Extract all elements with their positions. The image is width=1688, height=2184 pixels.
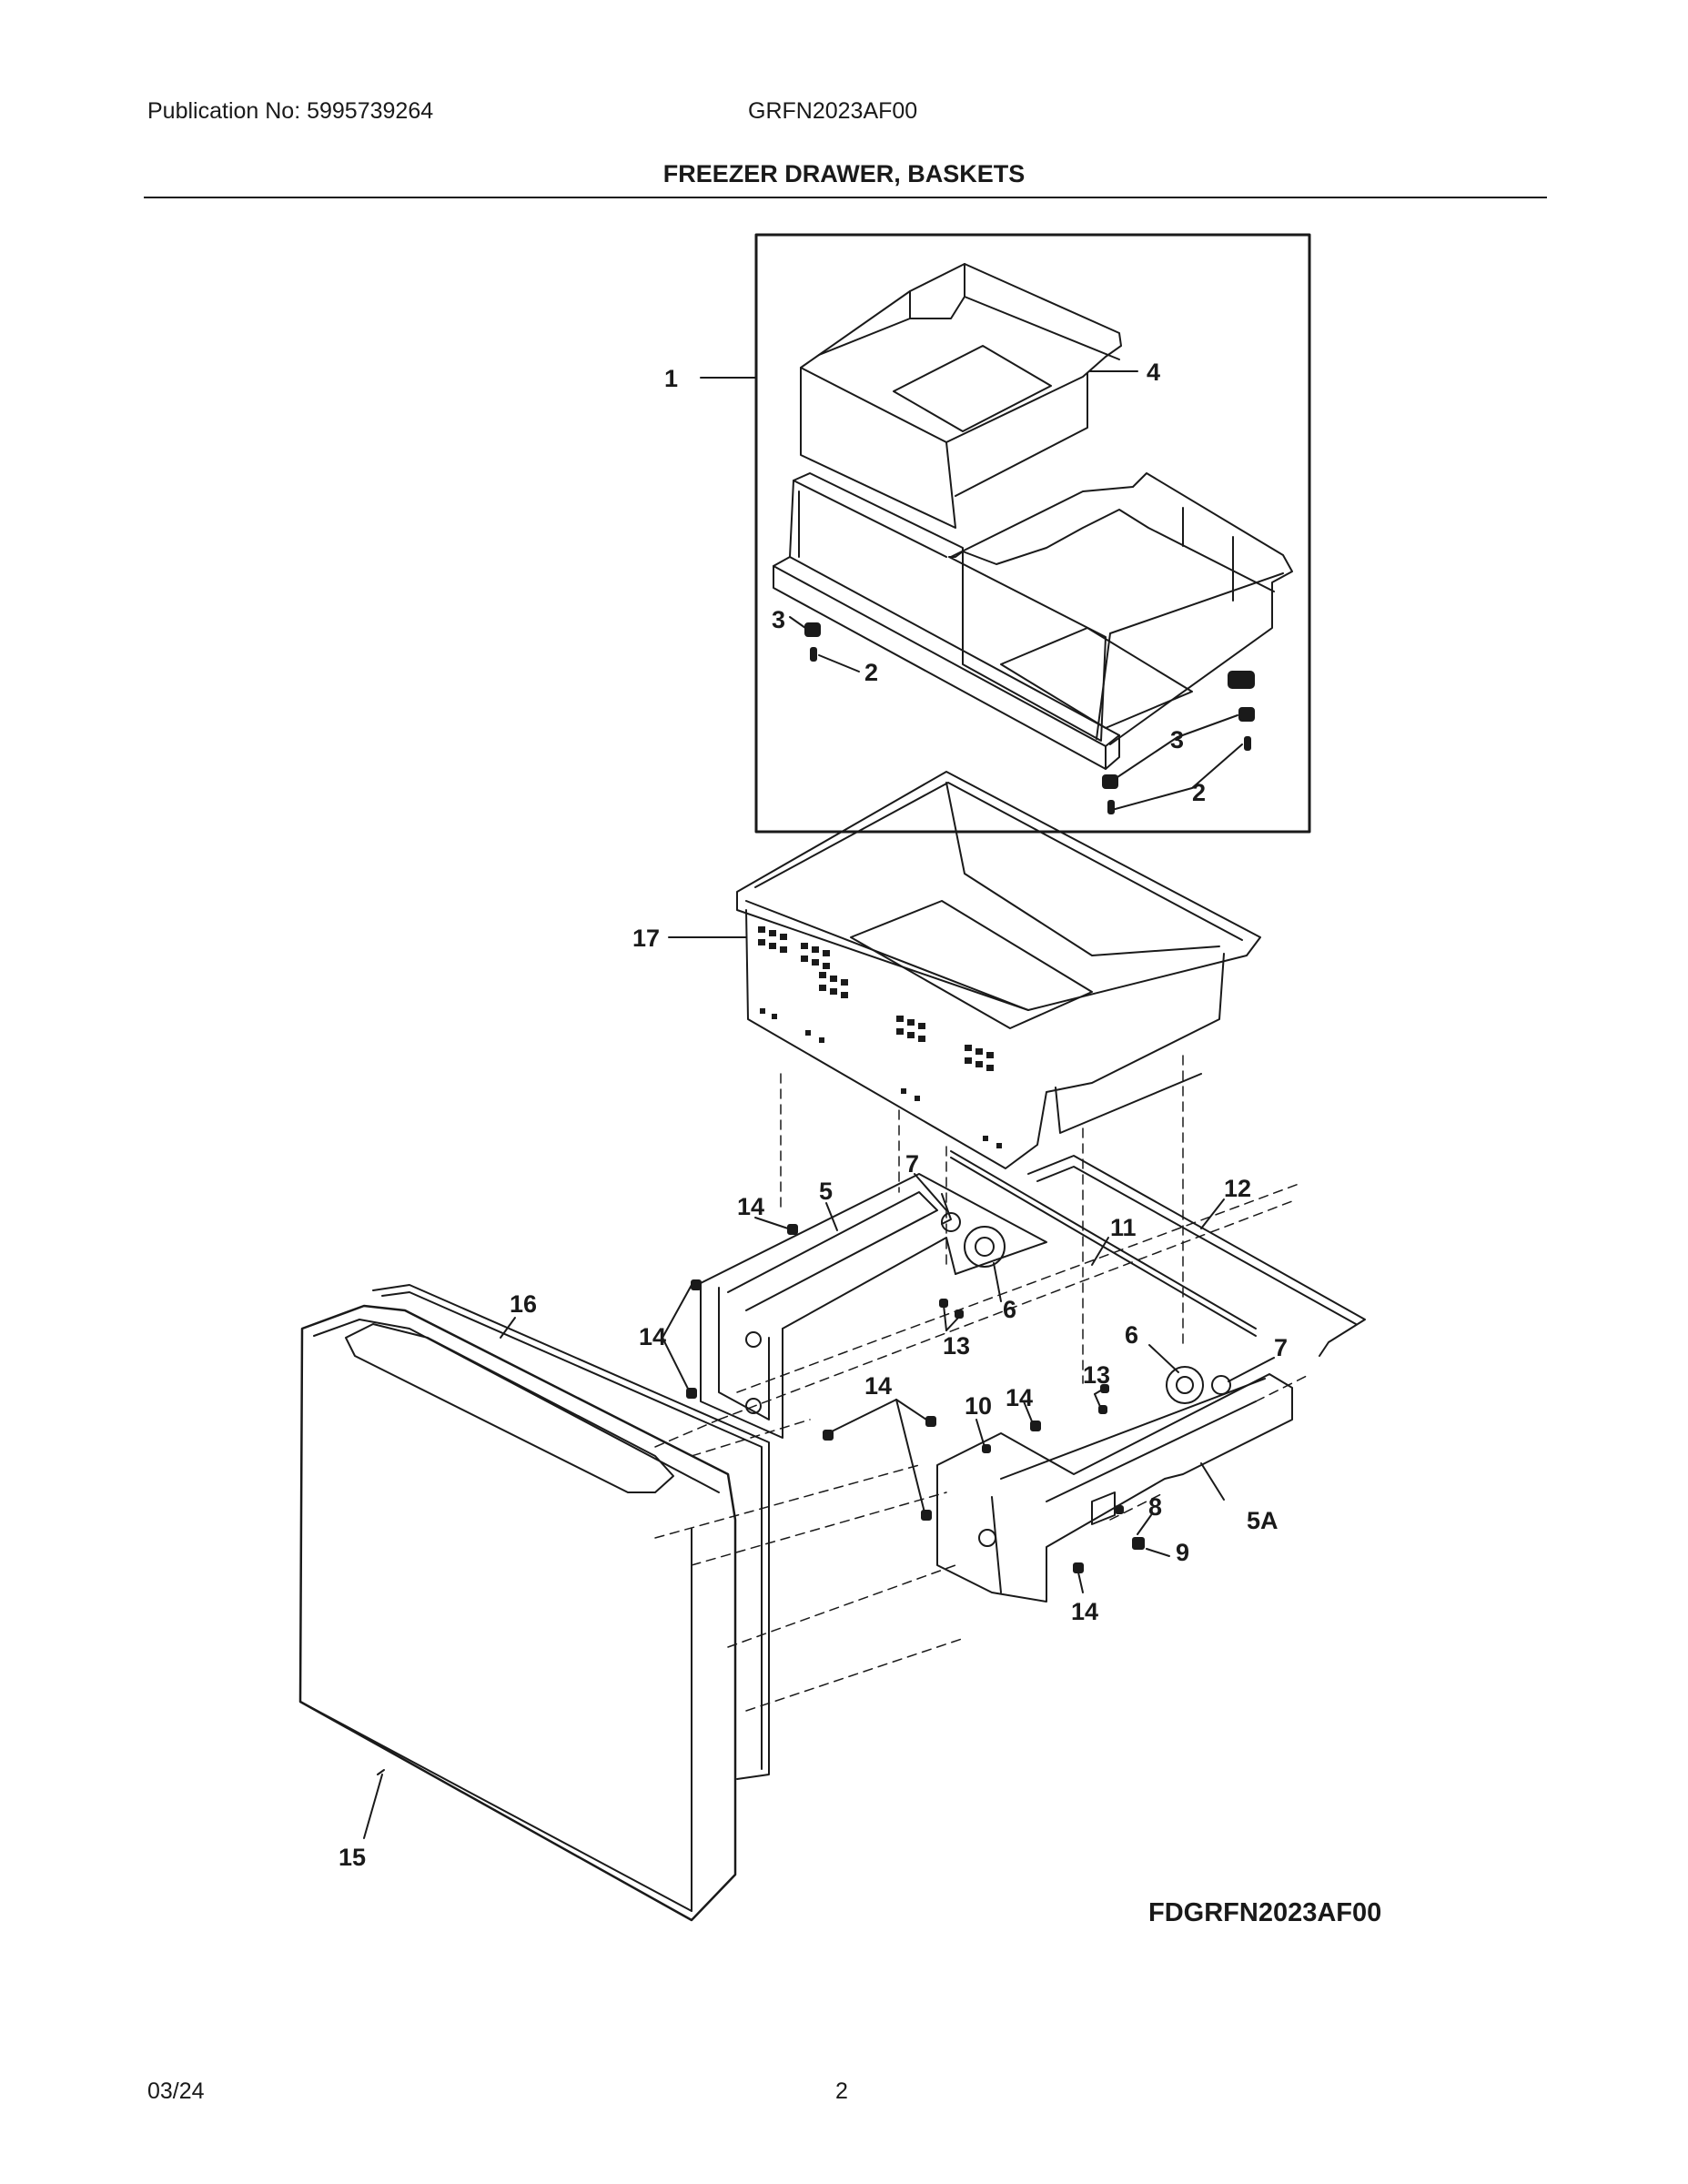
callout-14c: 14 (864, 1372, 892, 1400)
callout-7b: 7 (1274, 1334, 1288, 1361)
basket-rack (773, 472, 1120, 770)
basket-assembly-frame (754, 233, 1311, 834)
right-gear (1166, 1366, 1231, 1404)
header-rule (144, 197, 1547, 198)
callout-4: 4 (1147, 359, 1160, 386)
callout-2a: 2 (864, 659, 878, 686)
callout-labels: 1 4 3 2 3 2 17 7 5 14 12 11 16 14 6 13 6… (339, 359, 1288, 1871)
callout-8: 8 (1148, 1493, 1162, 1521)
callout-9: 9 (1176, 1539, 1189, 1566)
callout-13a: 13 (943, 1332, 970, 1360)
model-number: GRFN2023AF00 (748, 98, 918, 124)
door-panel (298, 1304, 737, 1922)
callout-14b: 14 (639, 1323, 666, 1350)
callout-12: 12 (1224, 1175, 1251, 1202)
callout-2b: 2 (1192, 779, 1206, 806)
publication-number: Publication No: 5995739264 (147, 98, 434, 124)
callout-6a: 6 (1003, 1296, 1016, 1323)
left-gear (941, 1212, 1006, 1268)
callout-14d: 14 (1006, 1384, 1033, 1411)
callout-6b: 6 (1125, 1321, 1138, 1349)
callout-14a: 14 (737, 1193, 764, 1220)
footer-date: 03/24 (147, 2078, 205, 2104)
box-leader-lines (700, 370, 1243, 811)
right-slide-rail (936, 1373, 1293, 1603)
page-title: FREEZER DRAWER, BASKETS (662, 160, 1026, 187)
callout-15: 15 (339, 1844, 366, 1871)
freezer-basket (736, 771, 1261, 1169)
lower-bin (948, 472, 1293, 745)
door-gasket (372, 1284, 770, 1780)
upper-bin (800, 263, 1122, 529)
callout-5A: 5A (1247, 1507, 1279, 1534)
callout-3b: 3 (1170, 726, 1184, 753)
left-slide-rail (700, 1173, 1047, 1439)
basket-vents (758, 926, 1002, 1148)
alignment-dashes (654, 1055, 1311, 1712)
callout-16: 16 (510, 1290, 537, 1318)
callout-1: 1 (664, 365, 678, 392)
callout-17: 17 (632, 925, 660, 952)
callout-11: 11 (1110, 1214, 1137, 1241)
callout-7a: 7 (905, 1150, 919, 1178)
screws (686, 1224, 1145, 1573)
callout-5: 5 (819, 1178, 833, 1205)
diagram-code: FDGRFN2023AF00 (1148, 1898, 1382, 1927)
callout-14e: 14 (1071, 1598, 1098, 1625)
callout-leaders (363, 936, 1275, 1839)
callout-3a: 3 (772, 606, 785, 633)
callout-13b: 13 (1083, 1361, 1110, 1389)
callout-10: 10 (965, 1392, 992, 1420)
page-number: 2 (835, 2078, 848, 2104)
